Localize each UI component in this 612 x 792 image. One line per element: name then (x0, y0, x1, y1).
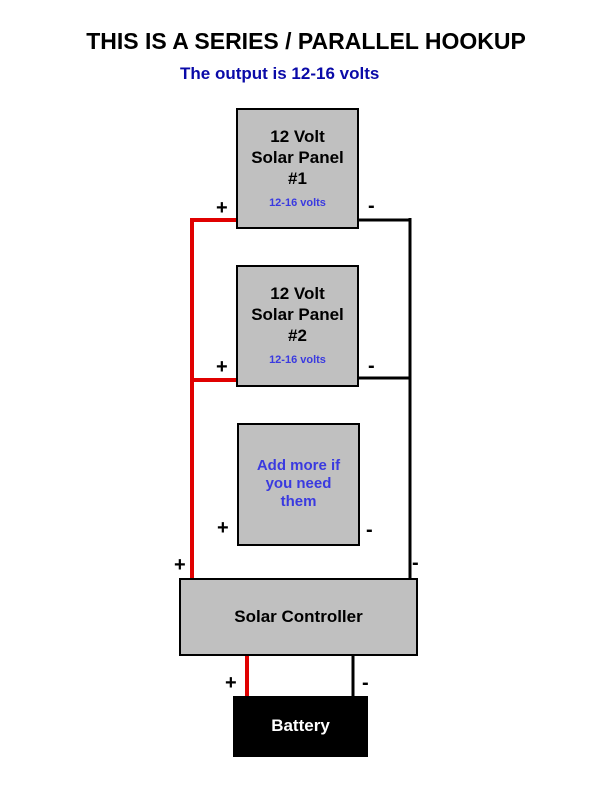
add-more-panel: Add more if you need them (237, 423, 360, 546)
add-more-minus-sign: - (366, 519, 373, 541)
solar-panel-2: 12 Volt Solar Panel #2 12-16 volts (236, 265, 359, 387)
panel1-line3: #1 (288, 169, 307, 188)
panel1-line1: 12 Volt (270, 127, 325, 146)
add-more-line1: Add more if (256, 457, 341, 474)
add-more-line2: you need (265, 475, 332, 492)
controller-minus-sign: - (412, 552, 419, 574)
panel2-line1: 12 Volt (270, 284, 325, 303)
solar-controller: Solar Controller (179, 578, 418, 656)
controller-plus-sign: + (174, 554, 186, 576)
panel1-line2: Solar Panel (251, 148, 344, 167)
panel2-minus-sign: - (368, 355, 375, 377)
panel1-plus-sign: + (216, 197, 228, 219)
panel1-minus-sign: - (368, 195, 375, 217)
panel1-voltage: 12-16 volts (269, 197, 326, 209)
panel2-line2: Solar Panel (251, 305, 344, 324)
battery: Battery (233, 696, 368, 757)
battery-minus-sign: - (362, 672, 369, 694)
panel2-voltage: 12-16 volts (269, 354, 326, 366)
solar-controller-label: Solar Controller (234, 607, 363, 626)
add-more-plus-sign: + (217, 517, 229, 539)
diagram-subtitle: The output is 12-16 volts (180, 64, 380, 83)
add-more-line3: them (280, 493, 317, 510)
battery-label: Battery (271, 716, 330, 735)
panel2-plus-sign: + (216, 356, 228, 378)
diagram-title: THIS IS A SERIES / PARALLEL HOOKUP (86, 28, 526, 54)
battery-plus-sign: + (225, 672, 237, 694)
solar-panel-1: 12 Volt Solar Panel #1 12-16 volts (236, 108, 359, 229)
panel2-line3: #2 (288, 326, 307, 345)
